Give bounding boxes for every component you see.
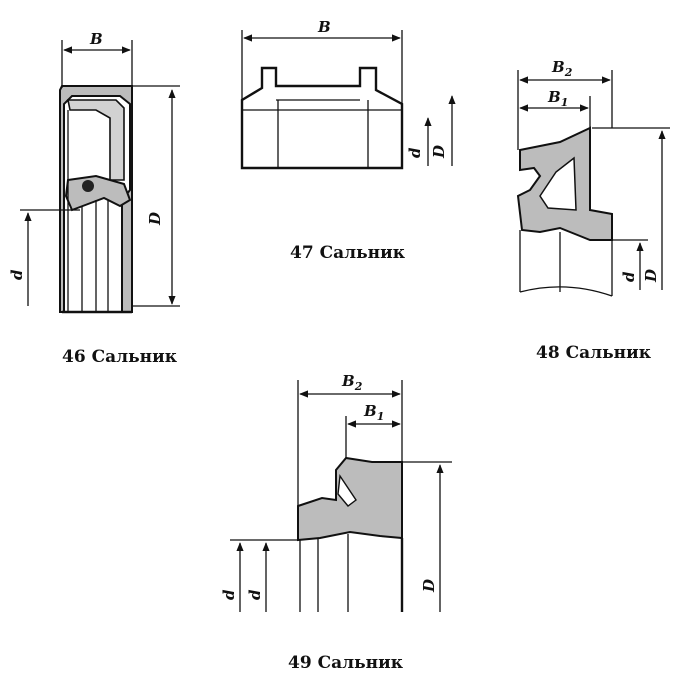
figure-47-caption: 47 Сальник <box>290 243 406 263</box>
figure-46-insert <box>67 99 125 181</box>
figure-48: B2 B1 d D 48 Сальник <box>516 58 670 363</box>
figure-48-dim-b1: B1 <box>547 88 568 109</box>
figure-48-dim-d-inner: d <box>620 271 638 282</box>
figure-46-body <box>59 85 133 314</box>
figure-48-break-line <box>519 286 613 297</box>
figure-48-caption: 48 Сальник <box>536 343 652 363</box>
figure-48-cavity <box>539 156 577 211</box>
figure-46-spring <box>82 180 94 192</box>
figure-49-dim-b1: B1 <box>363 402 384 423</box>
figure-47-dim-d-inner: d <box>406 147 424 158</box>
figure-47-dim-d-outer: D <box>430 145 448 159</box>
figure-46-dim-d-outer: D <box>146 212 164 226</box>
figure-46-dim-b: B <box>89 30 103 48</box>
figure-49-caption: 49 Сальник <box>288 653 404 673</box>
figure-48-dim-d-outer: D <box>642 269 660 283</box>
figure-47-body <box>240 66 404 170</box>
figure-49-dim-d1: d <box>220 589 238 600</box>
figure-46-dim-d-inner: d <box>8 269 26 280</box>
figure-47-dim-b: B <box>317 18 331 36</box>
figure-49-dim-b2: B2 <box>341 372 363 393</box>
figure-49: B2 B1 D d d 49 Сальник <box>220 372 452 673</box>
figure-46-lip <box>64 174 132 212</box>
figure-48-dim-b2: B2 <box>551 58 573 79</box>
figure-49-dim-d2: d <box>246 589 264 600</box>
figure-46: B D d 46 Сальник <box>8 30 180 367</box>
figure-49-lip-notch <box>337 474 357 507</box>
figure-49-dim-d-outer: D <box>420 579 438 593</box>
figure-47: B d D 47 Сальник <box>240 18 456 263</box>
figure-46-caption: 46 Сальник <box>62 347 178 367</box>
